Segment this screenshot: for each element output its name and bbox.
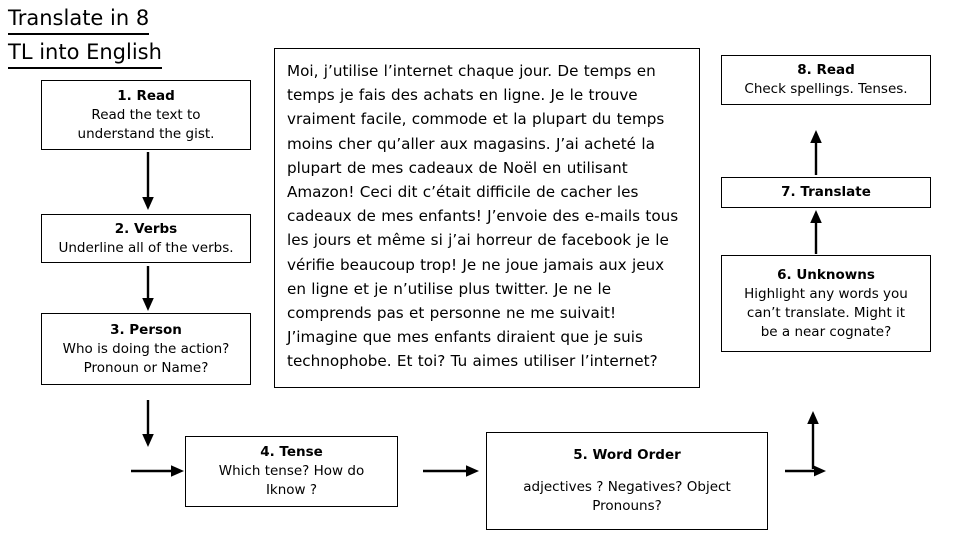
step-box-1-read[interactable]: 1. Read Read the text to understand the …: [41, 80, 251, 150]
step-8-body-line-1: Check spellings. Tenses.: [744, 81, 908, 97]
arrow-step3-down: [139, 400, 157, 448]
arrow-step2-to-step3: [139, 266, 157, 312]
step-2-header: 2. Verbs: [114, 220, 178, 237]
step-1-body-line-1: Read the text to: [91, 106, 201, 123]
step-4-body-line-2: Iknow ?: [265, 482, 318, 498]
source-text-box: Moi, j’utilise l’internet chaque jour. D…: [274, 48, 700, 388]
step-4-body-line-1: Which tense? How do: [218, 463, 365, 479]
step-6-header: 6. Unknowns: [777, 266, 875, 283]
step-box-8-read[interactable]: 8. Read Check spellings. Tenses.: [721, 55, 931, 105]
step-6-body-line-3: be a near cognate?: [760, 323, 892, 340]
step-box-6-unknowns[interactable]: 6. Unknowns Highlight any words you can’…: [721, 255, 931, 352]
step-6-body-line-1: Highlight any words you: [744, 285, 908, 302]
arrow-step6-to-step7: [807, 210, 825, 254]
step-3-body-line-2: Pronoun or Name?: [83, 359, 209, 376]
page-title: Translate in 8 TL into English: [8, 4, 268, 72]
step-1-body-line-2: understand the gist.: [77, 125, 215, 142]
step-1-header: 1. Read: [117, 87, 175, 104]
step-box-7-translate[interactable]: 7. Translate: [721, 177, 931, 208]
step-5-body-line-2: Pronouns?: [592, 498, 662, 514]
step-box-3-person[interactable]: 3. Person Who is doing the action? Prono…: [41, 313, 251, 385]
arrow-step4-to-step5: [423, 462, 480, 480]
step-box-4-tense[interactable]: 4. Tense Which tense? How do Iknow ?: [185, 436, 398, 507]
step-box-2-verbs[interactable]: 2. Verbs Underline all of the verbs.: [41, 214, 251, 263]
step-5-header: 5. Word Order: [573, 447, 681, 463]
arrow-step7-to-step8: [807, 130, 825, 175]
step-8-header: 8. Read: [797, 62, 855, 78]
page-title-line-1: Translate in 8: [8, 4, 150, 35]
step-7-header: 7. Translate: [781, 184, 871, 200]
step-2-body-line-1: Underline all of the verbs.: [58, 239, 234, 256]
step-4-header: 4. Tense: [260, 444, 323, 460]
arrow-step5-to-right: [785, 463, 827, 479]
step-box-5-word-order[interactable]: 5. Word Order adjectives ? Negatives? Ob…: [486, 432, 768, 530]
step-5-body-line-1: adjectives ? Negatives? Object: [523, 479, 731, 495]
arrow-up-to-step6: [804, 411, 822, 469]
step-3-body-line-1: Who is doing the action?: [62, 340, 230, 357]
step-3-header: 3. Person: [110, 321, 182, 338]
source-text: Moi, j’utilise l’internet chaque jour. D…: [287, 62, 679, 371]
page-title-line-2: TL into English: [8, 38, 162, 69]
arrow-step1-to-step2: [139, 152, 157, 212]
step-6-body-line-2: can’t translate. Might it: [746, 304, 906, 321]
arrow-to-step4: [131, 462, 185, 480]
